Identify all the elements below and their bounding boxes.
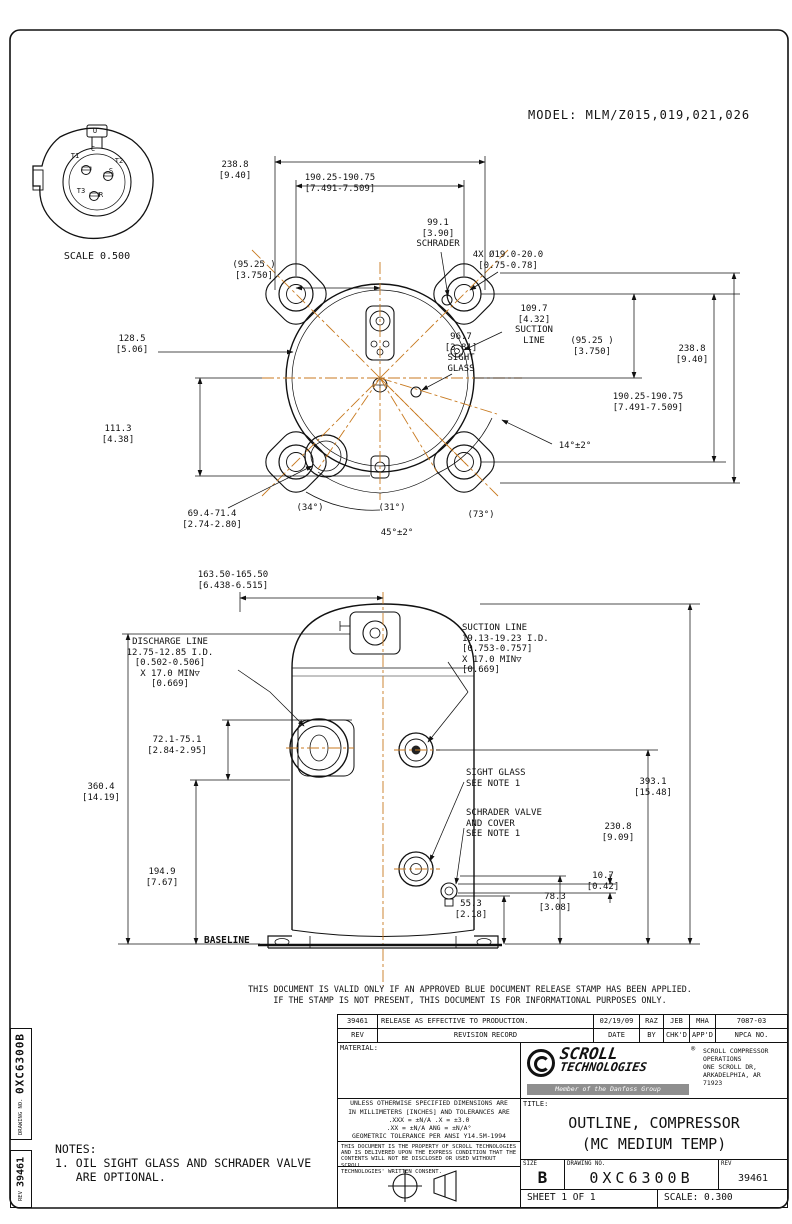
size-value: B <box>537 1168 548 1187</box>
dim-suction: 109.7 [4.32] SUCTION LINE <box>515 304 553 346</box>
dim-163: 163.50-165.50 [6.438-6.515] <box>197 570 269 591</box>
drawing-number-cell: DRAWING NO. 0XC6300B <box>564 1159 719 1190</box>
sight-glass-note: SIGHT GLASS SEE NOTE 1 <box>466 768 526 789</box>
side-view-dimensions <box>118 592 700 945</box>
angle-34: (34°) <box>296 503 324 513</box>
material-label: MATERIAL: <box>340 1044 378 1052</box>
rev-entry-description: RELEASE AS EFFECTIVE TO PRODUCTION. <box>377 1014 594 1029</box>
rev-header-date: DATE <box>593 1028 640 1043</box>
rev-entry-number: 39461 <box>337 1014 378 1029</box>
third-angle-projection-icon <box>388 1170 457 1202</box>
dim-bolt-span-top: 190.25-190.75 [7.491-7.509] <box>304 173 376 194</box>
size-cell: SIZE B <box>520 1159 565 1190</box>
property-notice-cell: THIS DOCUMENT IS THE PROPERTY OF SCROLL … <box>337 1141 521 1175</box>
dim-128: 128.5 [5.06] <box>115 334 149 355</box>
scroll-logo-emblem-icon <box>527 1049 555 1077</box>
dim-half-span-right: (95.25 ) [3.750] <box>570 336 614 357</box>
edge-strip-drawing-no: DRAWING NO. 0XC6300B <box>10 1028 32 1140</box>
dim-bolt-holes: 4X Ø19.0-20.0 [0.75-0.78] <box>472 250 544 271</box>
logo-line2: TECHNOLOGIES <box>559 1060 648 1074</box>
angle-31: (31°) <box>378 503 406 513</box>
projection-symbols-cell <box>337 1166 521 1208</box>
dim-half-span-left: (95.25 ) [3.750] <box>232 260 276 281</box>
rev-header-description: REVISION RECORD <box>377 1028 594 1043</box>
terminal-label-t3: T3 <box>76 187 86 195</box>
rev-header-rev: REV <box>337 1028 378 1043</box>
top-view-dimensions <box>158 156 740 511</box>
company-address: SCROLL COMPRESSOR OPERATIONS ONE SCROLL … <box>703 1047 769 1087</box>
company-cell: SCROLL TECHNOLOGIES Member of the Danfos… <box>520 1042 788 1099</box>
notes: NOTES: 1. OIL SIGHT GLASS AND SCHRADER V… <box>55 1142 312 1184</box>
member-bar: Member of the Danfoss Group <box>527 1084 689 1095</box>
discharge-note: DISCHARGE LINE 12.75-12.85 I.D. [0.502-0… <box>126 637 214 689</box>
rev-header-appd: APP'D <box>689 1028 716 1043</box>
dim-72: 72.1-75.1 [2.84-2.95] <box>147 735 207 756</box>
title-cell: TITLE: OUTLINE, COMPRESSOR (MC MEDIUM TE… <box>520 1098 788 1160</box>
material-cell: MATERIAL: <box>337 1042 521 1099</box>
terminal-label-t2: T2 <box>114 157 124 165</box>
terminal-label-r: R <box>98 191 104 199</box>
dim-sight-glass: 96.7 [3.81] SIGHT GLASS <box>444 332 478 374</box>
dim-width-top: 238.8 [9.40] <box>218 160 252 181</box>
rev-header-npca: NPCA NO. <box>715 1028 788 1043</box>
rev-header-chkd: CHK'D <box>663 1028 690 1043</box>
stamp-notice: THIS DOCUMENT IS VALID ONLY IF AN APPROV… <box>248 984 692 1005</box>
dim-111: 111.3 [4.38] <box>101 424 135 445</box>
angle-14: 14°±2° <box>558 441 592 451</box>
rev-entry-appd: MHA <box>689 1014 716 1029</box>
model-label: MODEL: MLM/Z015,019,021,026 <box>528 108 751 122</box>
side-view-centerlines <box>286 592 440 986</box>
dim-width-right: 238.8 [9.40] <box>675 344 709 365</box>
dim-393: 393.1 [15.48] <box>634 777 672 798</box>
terminal-label-t1: T1 <box>70 152 80 160</box>
angle-73: (73°) <box>467 510 495 520</box>
dim-69: 69.4-71.4 [2.74-2.80] <box>182 509 242 530</box>
edge-drawing-no-label: DRAWING NO. <box>17 1098 24 1135</box>
rev-entry-chkd: JEB <box>663 1014 690 1029</box>
size-label: SIZE <box>523 1161 537 1167</box>
sheet-border <box>9 29 789 1209</box>
rev-entry-npca: 7087-03 <box>715 1014 788 1029</box>
rev-header-by: BY <box>639 1028 664 1043</box>
rev-cell: REV 39461 <box>718 1159 788 1190</box>
rev-entry-date: 02/19/09 <box>593 1014 640 1029</box>
schrader-note: SCHRADER VALVE AND COVER SEE NOTE 1 <box>466 808 542 839</box>
title-label: TITLE: <box>523 1100 549 1108</box>
edge-drawing-no-value: 0XC6300B <box>13 1033 27 1095</box>
sheet-cell: SHEET 1 OF 1 <box>520 1189 658 1208</box>
dim-schrader: 99.1 [3.90] SCHRADER <box>416 218 460 249</box>
dim-194: 194.9 [7.67] <box>145 867 179 888</box>
registered-mark: ® <box>691 1045 696 1053</box>
baseline-label: BASELINE <box>204 935 250 946</box>
edge-rev-label: REV <box>17 1191 24 1202</box>
dim-230: 230.8 [9.09] <box>601 822 635 843</box>
angle-45: 45°±2° <box>380 528 414 538</box>
rev-entry-by: RAZ <box>639 1014 664 1029</box>
scroll-logo: SCROLL TECHNOLOGIES <box>527 1044 689 1084</box>
drawing-no-value: 0XC6300B <box>589 1169 694 1187</box>
rev-value: 39461 <box>737 1173 769 1184</box>
tolerance-cell: UNLESS OTHERWISE SPECIFIED DIMENSIONS AR… <box>337 1098 521 1142</box>
drawing-title: OUTLINE, COMPRESSOR (MC MEDIUM TEMP) <box>568 1114 740 1153</box>
drawing-no-label: DRAWING NO. <box>567 1161 606 1167</box>
terminal-label-u: U <box>92 127 98 135</box>
terminal-detail-view <box>32 124 154 240</box>
terminal-label-c: C <box>90 145 96 153</box>
dim-bolt-span-right: 190.25-190.75 [7.491-7.509] <box>612 392 684 413</box>
suction-note: SUCTION LINE 19.13-19.23 I.D. [0.753-0.7… <box>462 623 549 675</box>
dim-10: 10.7 [0.42] <box>586 871 620 892</box>
scale-cell: SCALE: 0.300 <box>657 1189 788 1208</box>
edge-rev-value: 39461 <box>15 1156 27 1188</box>
edge-strip-rev: REV 39461 <box>10 1150 32 1208</box>
dim-55: 55.3 [2.18] <box>454 899 488 920</box>
dim-78: 78.3 [3.08] <box>538 892 572 913</box>
detail-scale-label: SCALE 0.500 <box>63 251 131 262</box>
rev-label: REV <box>721 1161 732 1167</box>
terminal-label-s: S <box>108 167 114 175</box>
dim-360: 360.4 [14.19] <box>82 782 120 803</box>
